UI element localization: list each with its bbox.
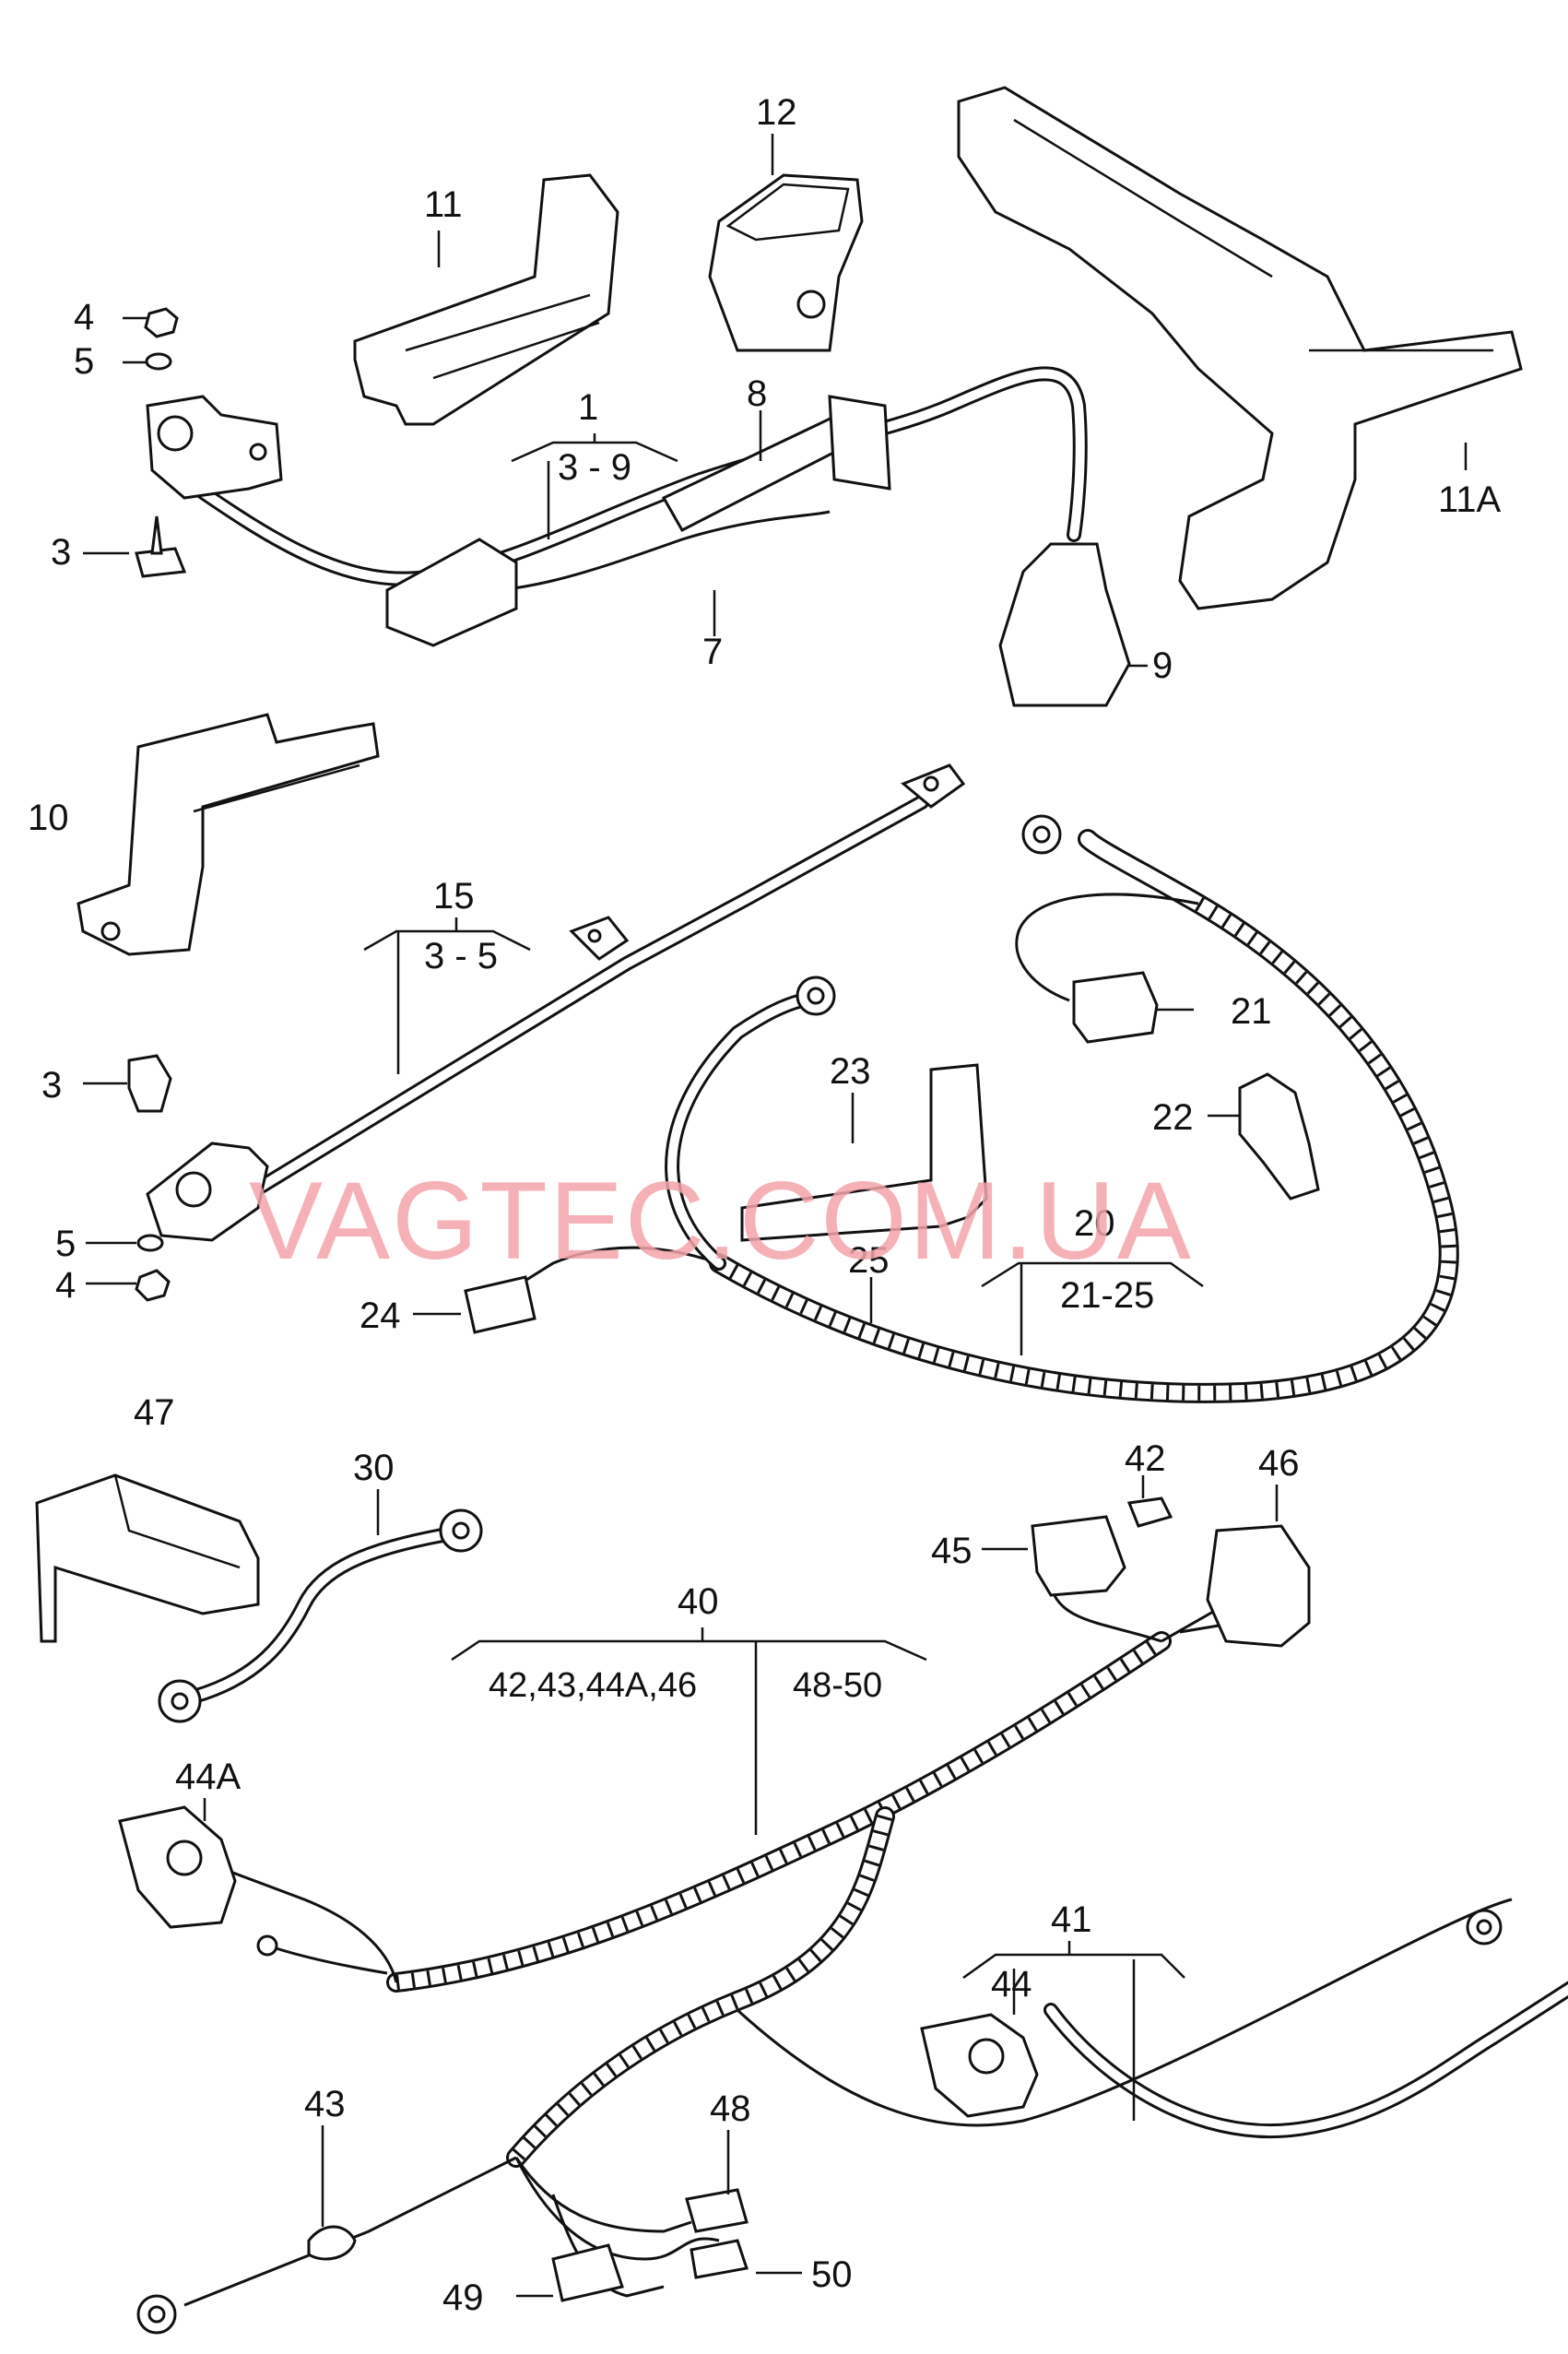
grommet-12 — [708, 173, 864, 352]
washer-5-middle — [136, 1234, 164, 1252]
watermark: VAGTEC.COM.UA — [249, 1159, 1193, 1283]
part-number-labels: 1 3 - 9 4 5 3 7 8 9 11 12 11A 10 15 3 - … — [28, 92, 1502, 2318]
bracket-11a — [957, 86, 1523, 610]
label-43: 43 — [304, 2084, 346, 2124]
label-48: 48 — [710, 2088, 751, 2129]
label-44: 44 — [991, 1964, 1032, 2005]
label-41: 41 — [1051, 1899, 1092, 1940]
label-40-range-b: 48-50 — [793, 1666, 882, 1705]
cable-41 — [736, 1898, 1568, 2139]
label-40-range-a: 42,43,44A,46 — [489, 1666, 697, 1705]
label-3-top: 3 — [51, 532, 71, 573]
nut-4-middle — [135, 1269, 171, 1302]
connector-49 — [551, 2243, 624, 2302]
connector-46 — [1206, 1524, 1311, 1648]
connector-50 — [690, 2239, 749, 2279]
label-1: 1 — [578, 387, 598, 428]
module-47 — [35, 1473, 260, 1643]
label-24: 24 — [360, 1295, 401, 1336]
cable-20 — [413, 814, 1459, 1403]
clamp-3-middle — [127, 1054, 172, 1113]
label-5-middle: 5 — [55, 1224, 76, 1264]
label-9: 9 — [1152, 645, 1173, 686]
connector-48 — [685, 2188, 749, 2233]
cable-15 — [83, 763, 966, 1302]
label-3-middle: 3 — [41, 1065, 62, 1106]
washer-5-top — [145, 352, 172, 371]
fuse-42 — [1126, 1496, 1173, 1528]
connector-45 — [1031, 1515, 1126, 1597]
label-44a: 44A — [175, 1757, 241, 1797]
label-7: 7 — [702, 632, 723, 672]
label-1-range: 3 - 9 — [558, 447, 631, 488]
label-47: 47 — [134, 1392, 175, 1433]
bracket-10 — [77, 713, 380, 956]
label-49: 49 — [442, 2277, 484, 2318]
label-21: 21 — [1231, 991, 1272, 1032]
cable-harness-40 — [118, 1475, 1311, 2335]
label-40: 40 — [678, 1581, 719, 1622]
label-20: 20 — [1074, 1203, 1115, 1244]
label-30: 30 — [353, 1448, 395, 1488]
label-4-top: 4 — [74, 297, 94, 337]
label-45: 45 — [931, 1531, 973, 1571]
label-46: 46 — [1258, 1443, 1300, 1484]
label-15-range: 3 - 5 — [424, 936, 498, 976]
label-11: 11 — [424, 184, 463, 225]
label-50: 50 — [811, 2254, 853, 2295]
label-4-middle: 4 — [55, 1265, 76, 1306]
nut-4-top — [144, 307, 179, 338]
label-42: 42 — [1125, 1438, 1166, 1479]
leader-lines-top — [83, 134, 1468, 668]
clip-22 — [1238, 1072, 1320, 1201]
label-12: 12 — [756, 92, 797, 133]
ground-strap-30 — [158, 1489, 483, 1723]
connector-24 — [464, 1275, 536, 1334]
cable-assembly-1 — [135, 307, 1131, 707]
connector-9 — [998, 542, 1131, 707]
label-20-range: 21-25 — [1060, 1275, 1154, 1316]
bracket-23 — [740, 1063, 988, 1242]
label-15: 15 — [433, 876, 475, 917]
bracket-11 — [353, 173, 619, 426]
label-8: 8 — [747, 373, 767, 414]
label-10: 10 — [28, 798, 69, 838]
label-25: 25 — [848, 1240, 890, 1281]
label-23: 23 — [830, 1051, 871, 1092]
connector-21 — [1072, 971, 1159, 1044]
label-5-top: 5 — [74, 341, 94, 382]
label-22: 22 — [1152, 1097, 1194, 1138]
label-11a: 11A — [1438, 479, 1502, 520]
